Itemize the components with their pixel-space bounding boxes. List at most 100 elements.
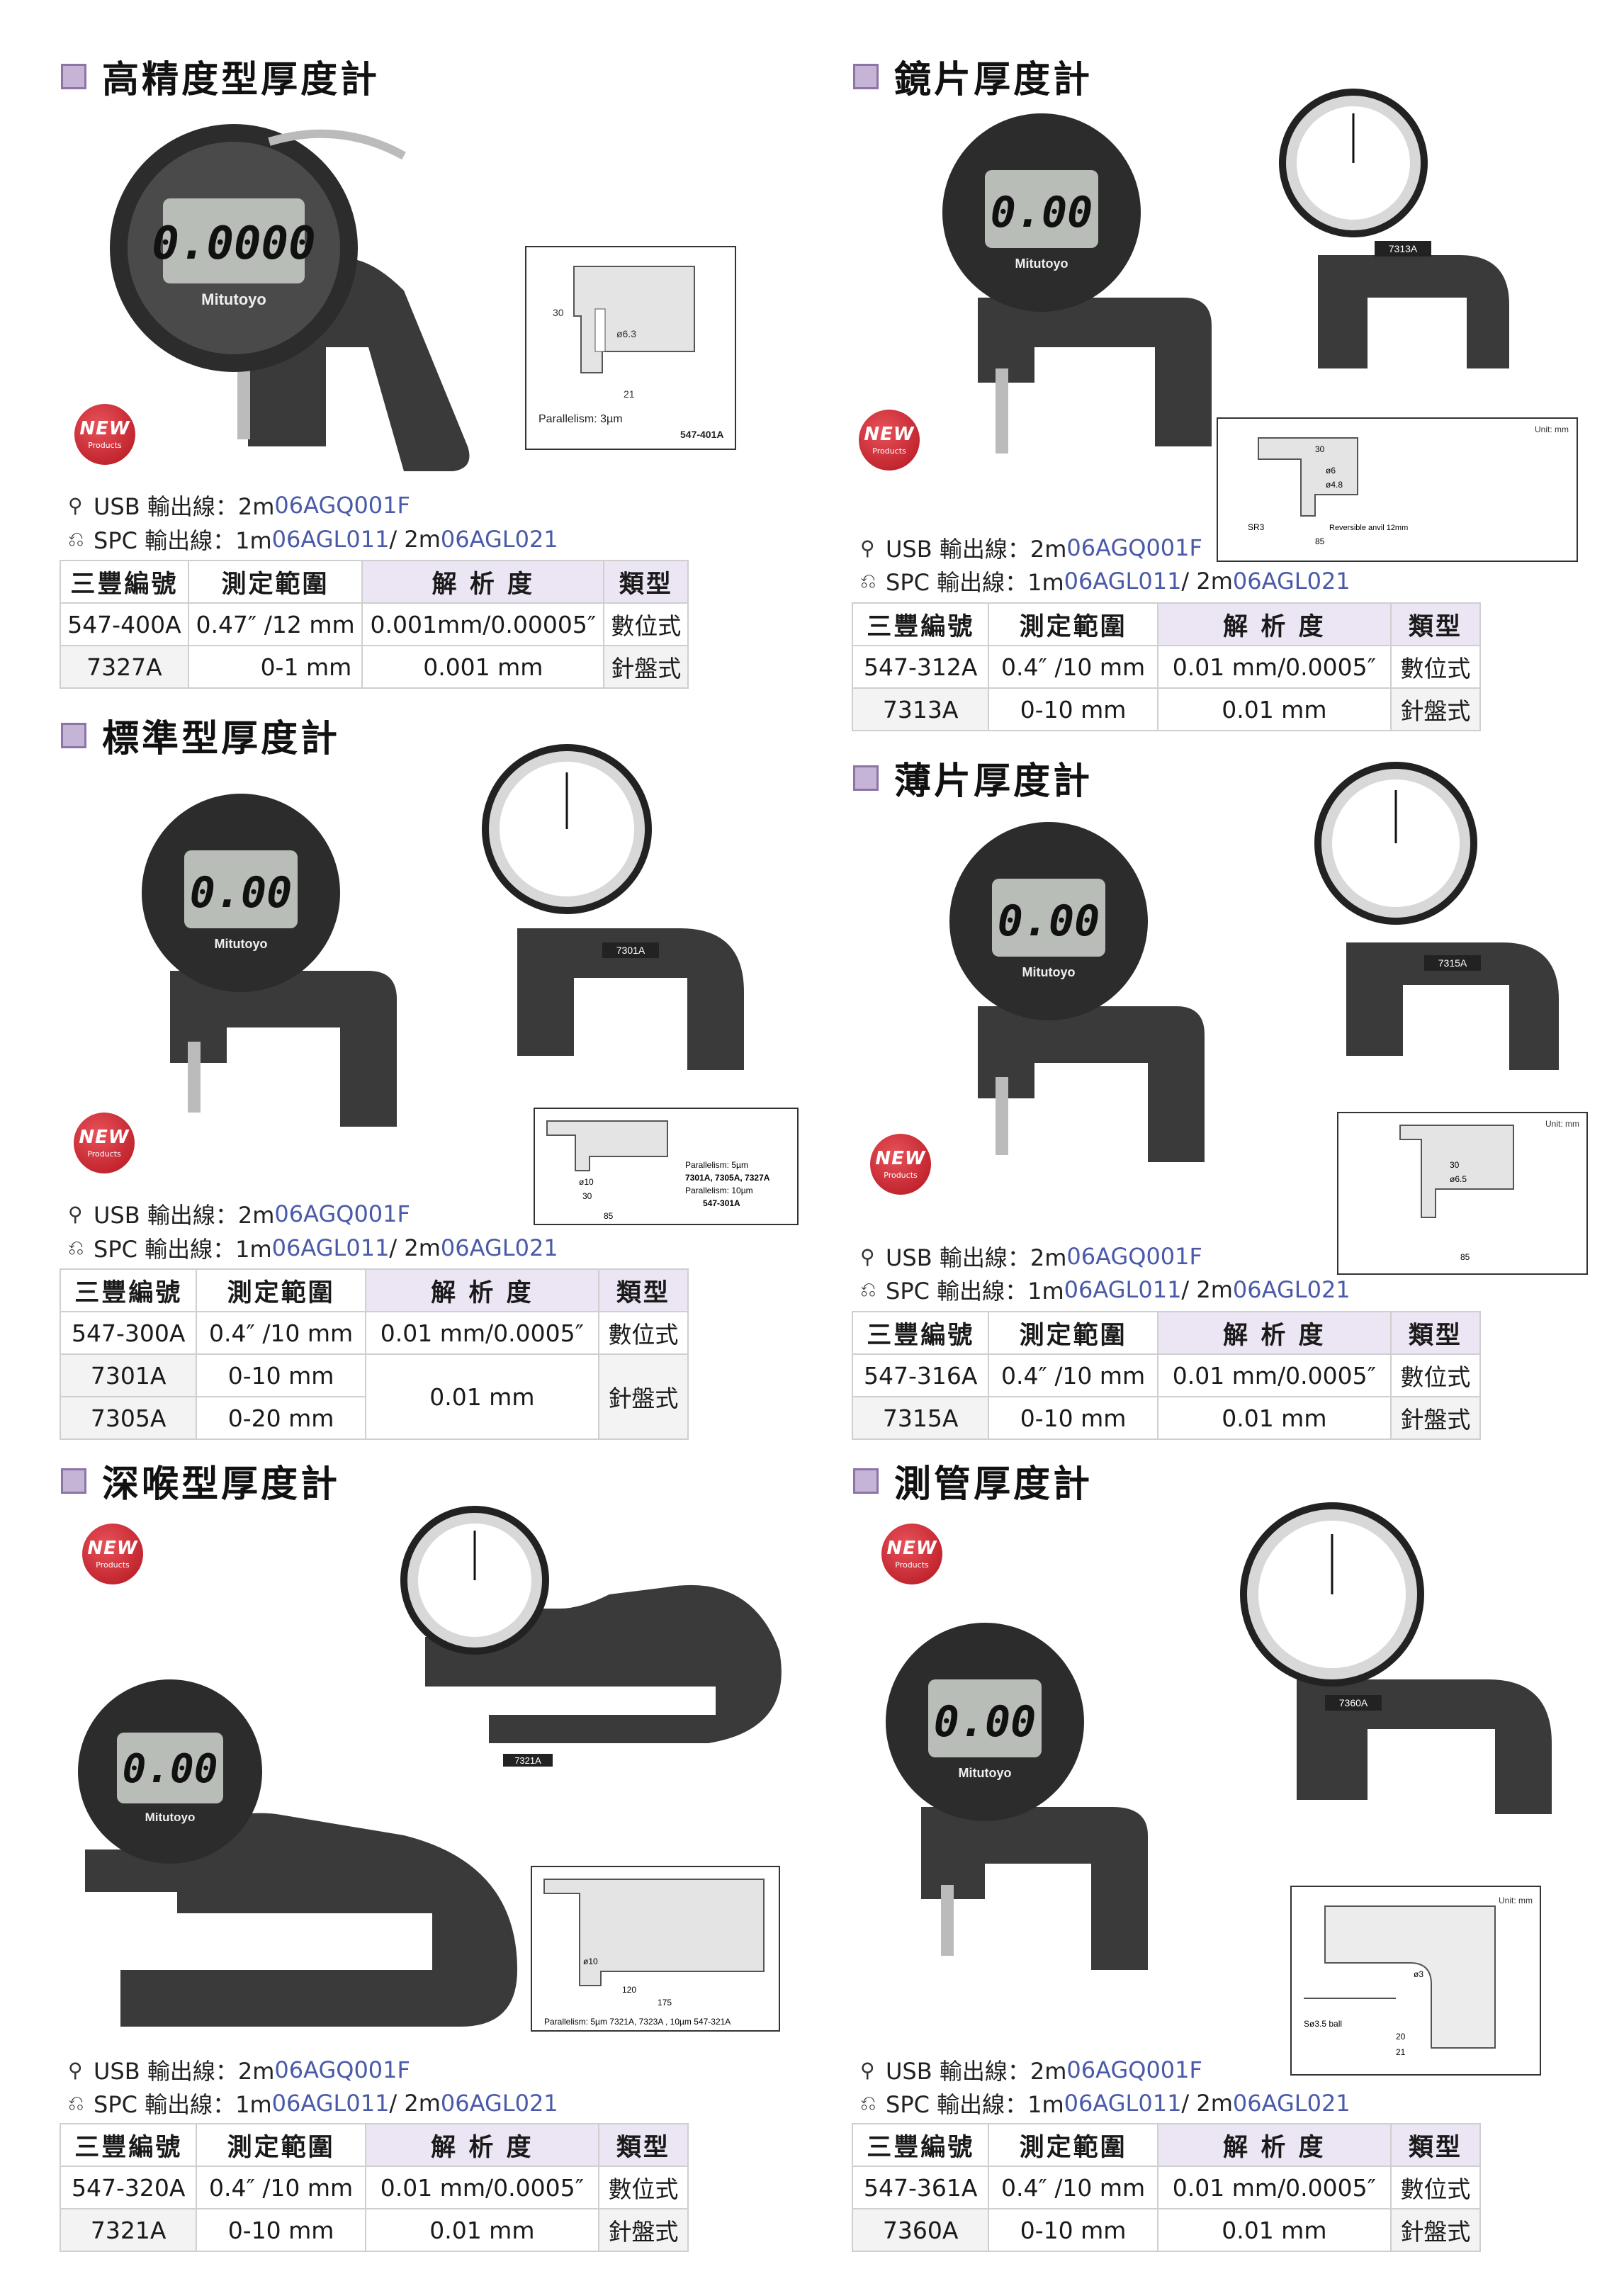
svg-text:Parallelism: 5µm: Parallelism: 5µm [685, 1160, 748, 1170]
usb-icon: ⚲ [68, 493, 83, 517]
spc-cable-line: ⎌ SPC 輸出線：1m 06AGL011 / 2m 06AGL021 [68, 526, 558, 554]
svg-text:ø6.3: ø6.3 [616, 328, 636, 339]
high-precision-diagram: 30 ø6.3 21 Parallelism: 3µm 547-401A [524, 245, 737, 451]
tube-digital-gauge-image: 0.00 Mitutoyo [886, 1623, 1148, 1970]
title-square-icon [853, 63, 879, 89]
svg-text:7313A: 7313A [1389, 243, 1418, 254]
lens-digital-gauge-image: 0.00 Mitutoyo [942, 113, 1212, 454]
table-row: 547-312A 0.4″ /10 mm 0.01 mm/0.0005″ 數位式 [851, 645, 1482, 689]
section-title-thin-sheet: 薄片厚度計 [853, 751, 1093, 804]
table-row: 547-361A 0.4″ /10 mm 0.01 mm/0.0005″ 數位式 [851, 2166, 1482, 2209]
svg-text:85: 85 [604, 1211, 614, 1221]
table-row: 547-400A 0.47″ /12 mm 0.001mm/0.00005″ 數… [60, 602, 689, 646]
svg-text:ø10: ø10 [579, 1177, 594, 1187]
svg-text:Sø3.5 ball: Sø3.5 ball [1304, 2019, 1342, 2029]
svg-text:0.00: 0.00 [934, 1697, 1037, 1747]
spec-table-standard: 三豐編號 測定範圍 解 析 度 類型 547-300A 0.4″ /10 mm … [59, 1268, 689, 1440]
thin-sheet-dial-gauge-image: 7315A [1314, 762, 1559, 1070]
svg-text:175: 175 [658, 1998, 672, 2008]
section-title-high-precision: 高精度型厚度計 [61, 50, 380, 103]
svg-text:7360A: 7360A [1339, 1697, 1368, 1708]
svg-text:30: 30 [1315, 444, 1325, 454]
high-precision-gauge-image: 0.0000 Mitutoyo [110, 124, 470, 471]
title-square-icon [853, 1468, 879, 1494]
svg-text:ø3: ø3 [1414, 1969, 1423, 1979]
usb-cable-line: ⚲ USB 輸出線：2m 06AGQ001F [68, 2056, 410, 2085]
title-square-icon [61, 63, 86, 89]
spc-icon: ⎌ [860, 569, 876, 592]
table-row: 7313A 0-10 mm 0.01 mm 針盤式 [851, 687, 1482, 731]
svg-text:7301A, 7305A, 7327A: 7301A, 7305A, 7327A [685, 1173, 770, 1183]
usb-cable-line: ⚲ USB 輸出線：2m 06AGQ001F [68, 492, 410, 520]
svg-text:0.00: 0.00 [190, 868, 293, 918]
svg-text:Unit: mm: Unit: mm [1535, 424, 1569, 434]
spec-table-thin-sheet: 三豐編號 測定範圍 解 析 度 類型 547-316A 0.4″ /10 mm … [851, 1311, 1482, 1440]
lcd-readout: 0.0000 [152, 218, 315, 270]
spc-cable-line: ⎌ SPC 輸出線：1m 06AGL011 / 2m 06AGL021 [860, 2090, 1350, 2118]
lens-dial-gauge-image: 7313A [1279, 89, 1509, 368]
svg-text:85: 85 [1460, 1252, 1470, 1262]
svg-text:85: 85 [1315, 536, 1325, 546]
svg-text:30: 30 [1450, 1160, 1460, 1170]
svg-text:547-301A: 547-301A [703, 1198, 740, 1208]
usb-icon: ⚲ [68, 1202, 83, 1226]
svg-text:ø6.5: ø6.5 [1450, 1174, 1467, 1184]
spc-icon: ⎌ [68, 527, 84, 551]
table-row: 547-320A 0.4″ /10 mm 0.01 mm/0.0005″ 數位式 [59, 2166, 689, 2209]
spec-table-lens: 三豐編號 測定範圍 解 析 度 類型 547-312A 0.4″ /10 mm … [851, 602, 1482, 731]
spec-table-deep-throat: 三豐編號 測定範圍 解 析 度 類型 547-320A 0.4″ /10 mm … [59, 2123, 689, 2252]
svg-text:21: 21 [1396, 2047, 1406, 2057]
standard-dial-gauge-image: 7301A [482, 744, 744, 1070]
svg-text:0.00: 0.00 [123, 1746, 218, 1792]
spec-table-tube: 三豐編號 測定範圍 解 析 度 類型 547-361A 0.4″ /10 mm … [851, 2123, 1482, 2252]
thin-sheet-diagram: Unit: mm 30 ø6.5 85 [1337, 1112, 1588, 1275]
svg-text:ø4.8: ø4.8 [1326, 480, 1343, 490]
svg-text:Parallelism: 10µm: Parallelism: 10µm [685, 1186, 753, 1195]
svg-text:Mitutoyo: Mitutoyo [959, 1766, 1012, 1780]
usb-cable-line: ⚲ USB 輸出線：2m 06AGQ001F [860, 534, 1202, 563]
section-title-deep-throat: 深喉型厚度計 [61, 1454, 340, 1507]
svg-text:Mitutoyo: Mitutoyo [1015, 257, 1068, 271]
standard-diagram: ø10 30 85 Parallelism: 5µm 7301A, 7305A,… [534, 1108, 799, 1225]
section-title-lens: 鏡片厚度計 [853, 50, 1093, 103]
svg-text:Parallelism: 3µm: Parallelism: 3µm [538, 413, 623, 425]
table-row: 7305A 0-20 mm [59, 1396, 688, 1440]
svg-text:Reversible anvil 12mm: Reversible anvil 12mm [1329, 524, 1408, 532]
table-row: 7315A 0-10 mm 0.01 mm 針盤式 [851, 1396, 1482, 1440]
svg-text:30: 30 [553, 307, 564, 318]
lens-diagram: Unit: mm 30 ø6 ø4.8 85 SR3 Reversible an… [1217, 417, 1578, 562]
spc-icon: ⎌ [860, 2091, 876, 2115]
svg-text:120: 120 [622, 1985, 636, 1995]
deep-throat-digital-gauge-image: 0.00 Mitutoyo [78, 1679, 517, 2027]
svg-text:7321A: 7321A [514, 1755, 541, 1766]
svg-text:Mitutoyo: Mitutoyo [215, 937, 268, 951]
usb-cable-line: ⚲ USB 輸出線：2m 06AGQ001F [860, 1243, 1202, 1271]
svg-text:30: 30 [582, 1191, 592, 1201]
deep-throat-dial-gauge-image: 7321A [400, 1506, 782, 1767]
svg-text:0.00: 0.00 [998, 896, 1100, 946]
section-title-tube: 測管厚度計 [853, 1454, 1093, 1507]
title-square-icon [853, 765, 879, 791]
table-row: 7321A 0-10 mm 0.01 mm 針盤式 [59, 2208, 689, 2252]
usb-icon: ⚲ [68, 2058, 83, 2082]
svg-text:ø10: ø10 [583, 1956, 598, 1966]
spc-icon: ⎌ [68, 1236, 84, 1259]
title-square-icon [61, 1468, 86, 1494]
spc-cable-line: ⎌ SPC 輸出線：1m 06AGL011 / 2m 06AGL021 [68, 1234, 558, 1263]
svg-text:Parallelism: 5µm 7321A, 7323A: Parallelism: 5µm 7321A, 7323A , 10µm 547… [544, 2017, 731, 2027]
svg-text:21: 21 [624, 388, 635, 400]
spec-table-high-precision: 三豐編號 測定範圍 解 析 度 類型 547-400A 0.47″ /12 mm… [60, 560, 689, 689]
section-title-standard: 標準型厚度計 [61, 709, 340, 762]
usb-cable-line: ⚲ USB 輸出線：2m 06AGQ001F [68, 1200, 410, 1229]
usb-cable-line: ⚲ USB 輸出線：2m 06AGQ001F [860, 2056, 1202, 2085]
tube-diagram: Unit: mm Sø3.5 ball 20 21 ø3 [1290, 1886, 1541, 2076]
title-square-icon [61, 722, 86, 748]
usb-icon: ⚲ [860, 2058, 875, 2082]
svg-text:Unit: mm: Unit: mm [1545, 1119, 1579, 1129]
brand-label: Mitutoyo [201, 291, 266, 308]
